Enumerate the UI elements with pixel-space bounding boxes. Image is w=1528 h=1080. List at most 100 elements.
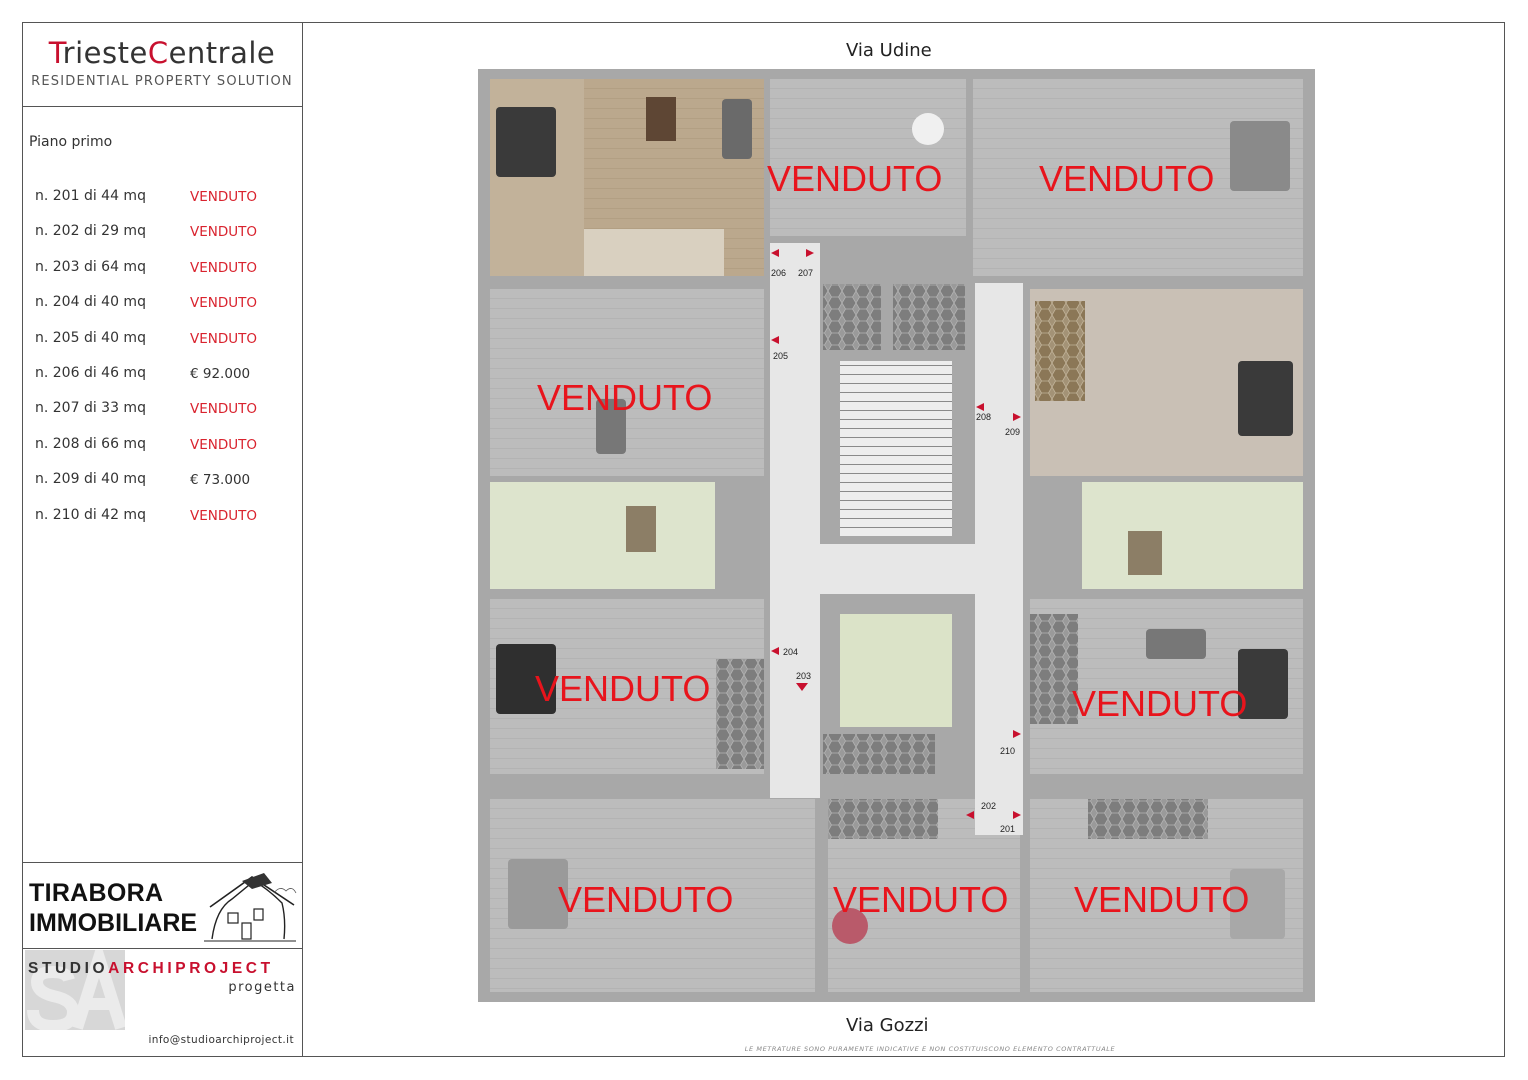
door-label-202: 202 <box>981 801 996 811</box>
sold-stamp-lower-right: VENDUTO <box>1072 683 1247 724</box>
door-marker-207 <box>806 249 814 257</box>
studio-monogram-icon <box>25 950 125 1030</box>
sofa <box>596 399 626 454</box>
dining-table <box>626 506 656 552</box>
sold-stamp-top-right: VENDUTO <box>1039 158 1214 199</box>
sold-stamp-bottom-right: VENDUTO <box>1074 879 1249 920</box>
door-label-206: 206 <box>771 268 786 278</box>
corridor-right <box>975 283 1023 835</box>
apartment-lower-right-bathroom <box>1030 614 1078 724</box>
courtyard <box>840 614 952 727</box>
round-table <box>832 908 868 944</box>
bed <box>1230 121 1290 191</box>
unit-status: VENDUTO <box>190 295 258 312</box>
door-marker-203 <box>796 683 808 691</box>
studio-name-part1: STUDIO <box>28 960 109 977</box>
brand-name-part1: rieste <box>62 36 148 70</box>
unit-status: VENDUTO <box>190 189 258 205</box>
brand-name-initial-2: C <box>147 36 169 70</box>
sidebar: TriesteCentrale RESIDENTIAL PROPERTY SOL… <box>22 22 303 1057</box>
terrace-right <box>1082 482 1303 589</box>
agency-logo: TIRABORA IMMOBILIARE <box>22 862 302 949</box>
door-marker-202 <box>966 811 974 819</box>
sold-stamp-bottom-left: VENDUTO <box>558 879 733 920</box>
door-marker-210 <box>1013 730 1021 738</box>
agency-name-line1: TIRABORA <box>29 879 164 907</box>
apartment-lower-left-bathroom <box>716 659 764 769</box>
studio-tagline: progetta <box>228 980 296 995</box>
brand-logo: TriesteCentrale RESIDENTIAL PROPERTY SOL… <box>22 22 302 107</box>
sold-stamp-mid-left: VENDUTO <box>537 377 712 418</box>
unit-status: VENDUTO <box>190 401 258 418</box>
shared-bathroom-lower <box>823 734 935 774</box>
sold-stamp-lower-left: VENDUTO <box>535 668 710 709</box>
door-marker-208 <box>976 403 984 411</box>
unit-name: n. 210 di 42 mq <box>35 506 146 523</box>
unit-status: VENDUTO <box>190 330 258 347</box>
brand-name-initial-1: T <box>48 36 63 70</box>
door-marker-206 <box>771 249 779 257</box>
street-label-bottom: Via Gozzi <box>846 1015 929 1036</box>
door-label-205: 205 <box>773 351 788 361</box>
dining-table <box>1128 531 1162 575</box>
studio-logo: STUDIOARCHIPROJECT progetta info@studioa… <box>22 948 302 1057</box>
door-label-210: 210 <box>1000 746 1015 756</box>
street-label-top: Via Udine <box>846 40 932 61</box>
sold-stamp-top-center: VENDUTO <box>767 158 942 199</box>
sofa <box>1146 629 1206 659</box>
door-label-201: 201 <box>1000 824 1015 834</box>
brand-name: TriesteCentrale <box>22 36 302 70</box>
studio-name-part2: ARCHIPROJECT <box>108 960 274 977</box>
unit-status: € 92.000 <box>190 365 251 382</box>
corridor-left <box>770 243 820 798</box>
dining-table <box>646 97 676 141</box>
disclaimer-note: LE METRATURE SONO PURAMENTE INDICATIVE E… <box>744 1045 1116 1053</box>
studio-name: STUDIOARCHIPROJECT <box>28 960 274 978</box>
apartment-top-center <box>770 79 966 236</box>
sold-stamp-bottom-center: VENDUTO <box>833 879 1008 920</box>
apartment-top-left-kitchen <box>584 229 724 276</box>
door-label-208: 208 <box>976 412 991 422</box>
agency-name-line2: IMMOBILIARE <box>29 909 198 937</box>
unit-name: n. 207 di 33 mq <box>35 400 146 417</box>
bed <box>1230 869 1285 939</box>
studio-email: info@studioarchiproject.it <box>148 1034 294 1046</box>
page-frame <box>22 22 1505 1057</box>
unit-status: VENDUTO <box>190 224 258 241</box>
apartment-mid-left <box>490 289 764 476</box>
unit-status: VENDUTO <box>190 436 258 453</box>
door-marker-205 <box>771 336 779 344</box>
bed <box>508 859 568 929</box>
unit-name: n. 208 di 66 mq <box>35 435 146 452</box>
brand-subtitle: RESIDENTIAL PROPERTY SOLUTION <box>31 74 293 89</box>
unit-status: VENDUTO <box>190 259 258 276</box>
apartment-bottom-center-bathroom <box>828 799 938 839</box>
round-table <box>912 113 944 145</box>
brand-name-part2: entrale <box>168 36 276 70</box>
bed <box>1238 361 1293 436</box>
floor-plan: 206 207 205 208 209 204 203 210 202 201 … <box>478 69 1315 1002</box>
floor-label: Piano primo <box>29 134 113 150</box>
landing-central <box>820 544 975 594</box>
apartment-mid-right-bathroom <box>1035 301 1085 401</box>
door-marker-201 <box>1013 811 1021 819</box>
door-label-207: 207 <box>798 268 813 278</box>
shared-bathroom-top-right <box>893 284 965 350</box>
terrace-left <box>490 482 715 589</box>
unit-name: n. 209 di 40 mq <box>35 471 146 488</box>
bed <box>496 644 556 714</box>
unit-name: n. 201 di 44 mq <box>35 188 146 204</box>
shared-bathroom-top-left <box>823 284 881 350</box>
door-label-209: 209 <box>1005 427 1020 437</box>
unit-name: n. 206 di 46 mq <box>35 364 146 381</box>
unit-name: n. 202 di 29 mq <box>35 223 146 240</box>
unit-name: n. 205 di 40 mq <box>35 329 146 346</box>
unit-status: VENDUTO <box>190 507 258 524</box>
bed <box>1238 649 1288 719</box>
door-marker-209 <box>1013 413 1021 421</box>
sofa <box>722 99 752 159</box>
unit-name: n. 204 di 40 mq <box>35 294 146 311</box>
door-label-203: 203 <box>796 671 811 681</box>
house-sketch-icon <box>204 873 297 942</box>
apartment-bottom-right-bathroom <box>1088 799 1208 839</box>
